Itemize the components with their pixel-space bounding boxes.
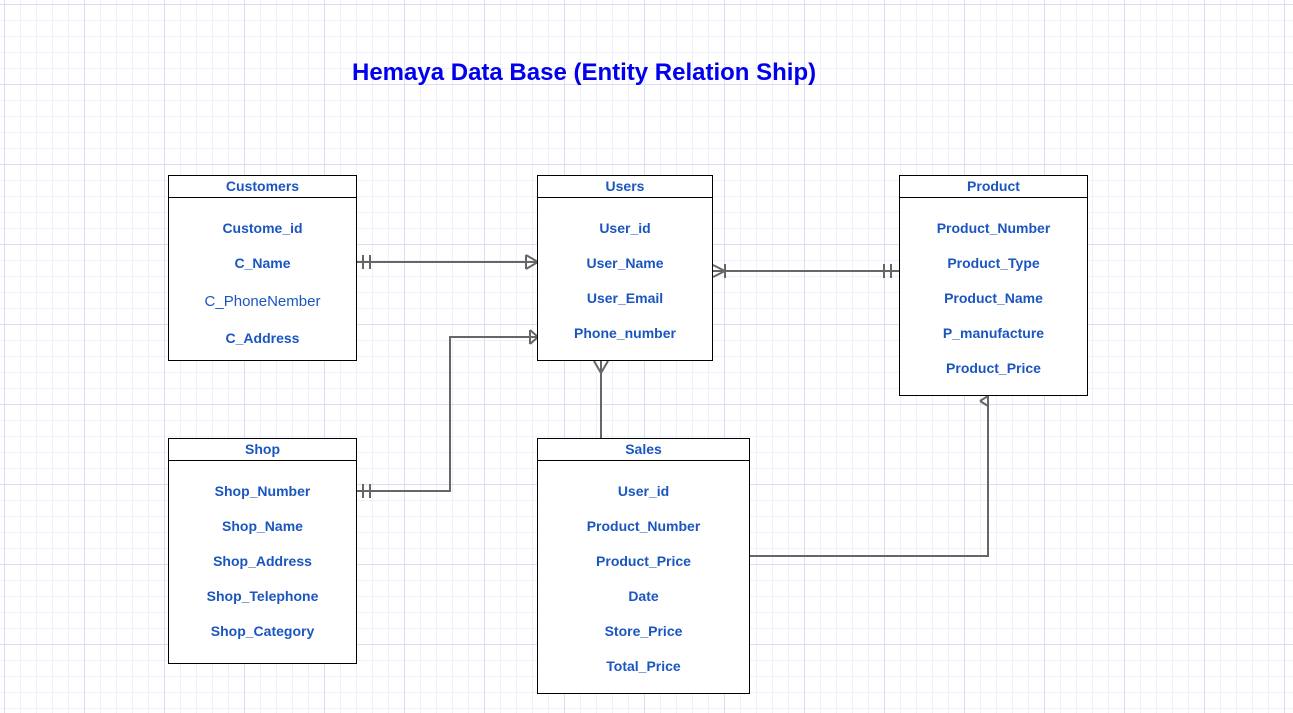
field-customer-name: C_Name [234,255,291,271]
field-sales-product-price: Product_Price [596,553,691,569]
entity-header: Sales [538,439,749,461]
field-shop-category: Shop_Category [210,623,315,639]
field-product-number: Product_Number [936,220,1051,236]
field-shop-name: Shop_Name [222,518,303,534]
diagram-title: Hemaya Data Base (Entity Relation Ship) [352,59,817,86]
entity-header: Shop [169,439,356,461]
entity-header: Customers [169,176,356,198]
field-shop-number: Shop_Number [214,483,311,499]
field-user-name: User_Name [586,255,664,271]
field-user-email: User_Email [586,290,664,306]
field-product-type: Product_Type [947,255,1040,271]
field-sales-user-id: User_id [617,483,670,499]
field-customer-address: C_Address [225,330,300,346]
entity-sales[interactable]: Sales User_id Product_Number Product_Pri… [537,438,750,694]
field-product-name: Product_Name [944,290,1043,306]
field-sales-total-price: Total_Price [606,658,681,674]
entity-header: Users [538,176,712,198]
field-sales-store-price: Store_Price [604,623,683,639]
relationship-sales-users[interactable] [593,360,609,438]
field-product-price: Product_Price [946,360,1041,376]
field-user-phone: Phone_number [574,325,676,341]
field-sales-date: Date [628,588,659,604]
entity-customers[interactable]: Customers Custome_id C_Name C_PhoneNembe… [168,175,357,361]
entity-header: Product [900,176,1087,198]
relationship-users-product[interactable] [712,264,900,278]
field-customer-phone: C_PhoneNember [204,293,321,310]
field-sales-product-number: Product_Number [586,518,701,534]
field-product-manufacture: P_manufacture [942,325,1045,341]
relationship-shop-users[interactable] [357,329,539,498]
field-shop-telephone: Shop_Telephone [206,588,319,604]
entity-product[interactable]: Product Product_Number Product_Type Prod… [899,175,1088,396]
field-customer-id: Custome_id [222,220,303,236]
field-shop-address: Shop_Address [213,553,312,569]
relationship-customers-users[interactable] [357,254,539,270]
entity-shop[interactable]: Shop Shop_Number Shop_Name Shop_Address … [168,438,357,664]
field-user-id: User_id [599,220,651,236]
relationship-sales-product[interactable] [750,395,989,557]
entity-users[interactable]: Users User_id User_Name User_Email Phone… [537,175,713,361]
